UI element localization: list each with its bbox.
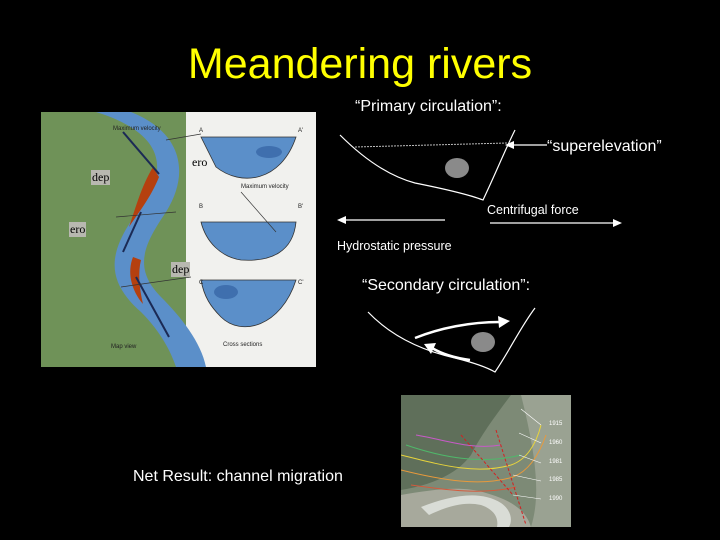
map-year-label: 1960 bbox=[549, 440, 563, 446]
velocity-core bbox=[471, 332, 495, 352]
section-label: A' bbox=[298, 128, 304, 134]
dep-annotation: dep bbox=[91, 170, 111, 185]
ero-annotation: ero bbox=[69, 222, 87, 237]
net-result-label: Net Result: channel migration bbox=[133, 468, 343, 485]
max-velocity-label: Maximum velocity bbox=[241, 184, 289, 190]
river-channel bbox=[96, 112, 206, 367]
section-line bbox=[165, 133, 202, 141]
flow-arrow bbox=[135, 276, 170, 338]
channel-profile bbox=[339, 129, 516, 201]
primary-channel-diagram bbox=[339, 129, 516, 201]
section-label: B bbox=[199, 204, 204, 210]
cross-section-a bbox=[200, 136, 297, 179]
aerial-map-drawing bbox=[401, 395, 571, 527]
slide-title: Meandering rivers bbox=[187, 40, 533, 88]
cross-section-b bbox=[200, 221, 297, 261]
map-view-label: Map view bbox=[111, 344, 137, 350]
cross-sections-label: Cross sections bbox=[223, 342, 263, 348]
max-velocity-zone bbox=[214, 285, 238, 299]
water-surface-line bbox=[354, 142, 508, 148]
erosion-patch bbox=[129, 167, 159, 227]
map-year-label: 1981 bbox=[549, 459, 563, 465]
section-line bbox=[115, 211, 177, 218]
channel-migration-map: 1915 1960 1981 1985 1990 bbox=[401, 395, 571, 527]
dep-annotation: dep bbox=[171, 262, 191, 277]
centrifugal-force-label: Centrifugal force bbox=[487, 203, 579, 217]
meander-figure-drawing bbox=[41, 112, 297, 367]
erosion-patch bbox=[130, 257, 143, 304]
centrifugal-force-arrow bbox=[490, 219, 622, 227]
section-label: C' bbox=[298, 280, 304, 286]
cross-section-c bbox=[200, 279, 297, 327]
secondary-circulation-label: “Secondary circulation”: bbox=[362, 277, 531, 294]
max-velocity-pointer bbox=[240, 191, 277, 233]
meander-figure: Maximum velocity Maximum velocity Map vi… bbox=[41, 112, 316, 367]
flow-arrow bbox=[122, 131, 160, 175]
hydrostatic-pressure-arrow bbox=[337, 216, 445, 224]
map-year-label: 1985 bbox=[549, 477, 563, 483]
bottom-flow-arrow bbox=[431, 346, 471, 362]
map-year-label: 1990 bbox=[549, 496, 563, 502]
flow-arrow bbox=[122, 211, 142, 253]
max-velocity-label: Maximum velocity bbox=[113, 126, 161, 132]
river bbox=[421, 495, 511, 527]
section-line bbox=[120, 276, 192, 288]
section-label: A bbox=[199, 128, 204, 134]
ero-annotation: ero bbox=[191, 155, 209, 170]
surface-flow-arrow bbox=[414, 320, 501, 340]
superelevation-arrow bbox=[505, 141, 547, 149]
max-velocity-zone bbox=[256, 146, 282, 158]
map-year-label: 1915 bbox=[549, 421, 563, 427]
hydrostatic-pressure-label: Hydrostatic pressure bbox=[337, 239, 452, 253]
superelevation-label: “superelevation” bbox=[547, 138, 662, 155]
velocity-core bbox=[445, 158, 469, 178]
section-label: C bbox=[199, 280, 204, 286]
secondary-channel-diagram bbox=[367, 307, 536, 373]
channel-profile bbox=[367, 307, 536, 373]
primary-circulation-label: “Primary circulation”: bbox=[355, 98, 502, 115]
section-label: B' bbox=[298, 204, 304, 210]
